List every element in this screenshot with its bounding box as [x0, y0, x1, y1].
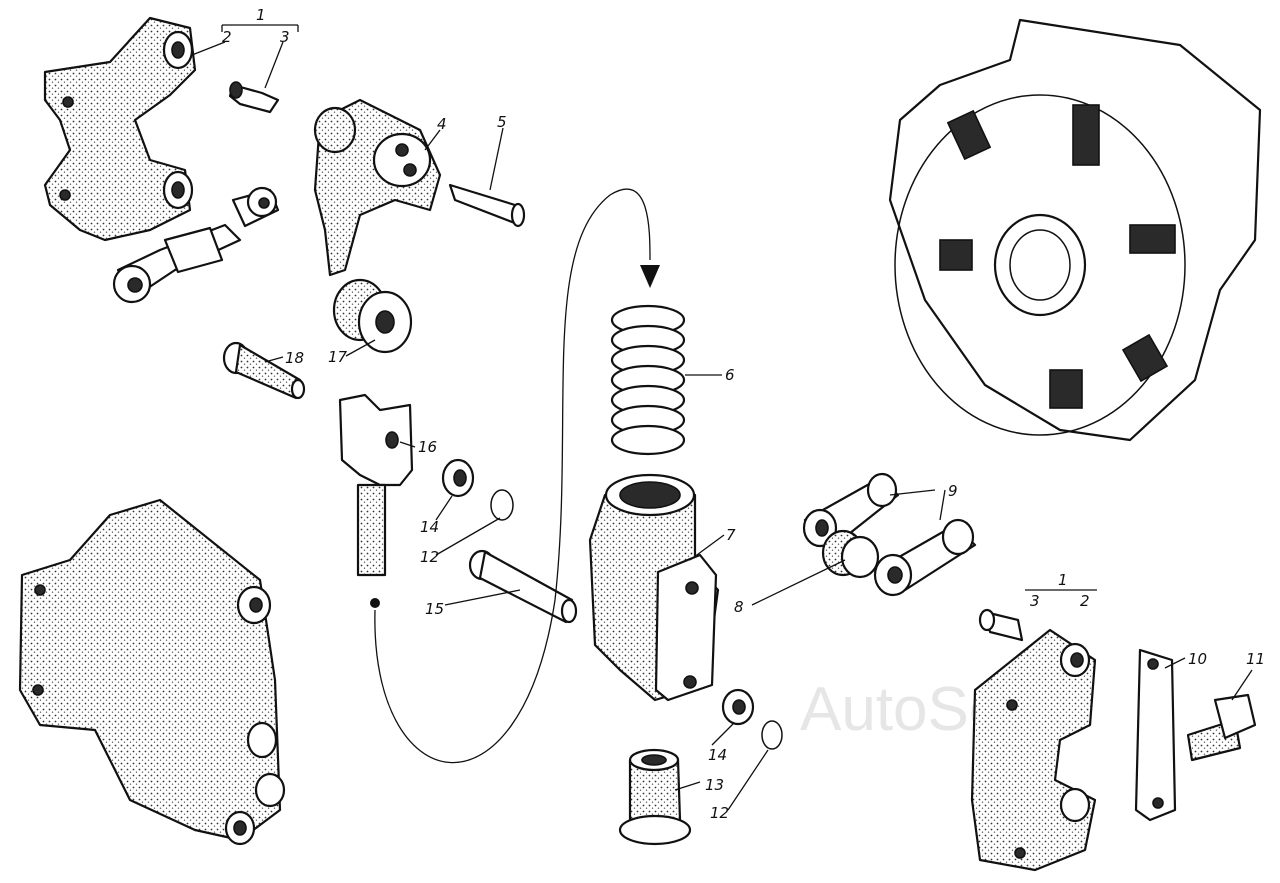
- clevis-part-7: [588, 473, 720, 702]
- label-17: 17: [328, 348, 348, 366]
- link-part-9-upper: [802, 472, 900, 548]
- label-3-bottom: 3: [1030, 592, 1040, 610]
- spring-part-6: [610, 304, 686, 456]
- label-14-left: 14: [420, 518, 439, 536]
- label-1-bottom: 1: [1058, 571, 1068, 589]
- bracket-bottom-right: [970, 628, 1097, 872]
- sleeve-part-8: [821, 529, 880, 579]
- label-12-left: 12: [420, 548, 439, 566]
- adjusting-rod: [112, 186, 280, 304]
- label-2-top: 2: [222, 28, 232, 46]
- washer-part-14-left: [441, 458, 475, 498]
- bolt-small-top: [228, 81, 280, 114]
- pin-part-5: [448, 183, 526, 228]
- label-1-top: 1: [256, 6, 266, 24]
- lever-part-4: [313, 98, 442, 277]
- label-6: 6: [725, 366, 735, 384]
- routing-wire: [374, 188, 651, 764]
- bushing-part-13: [618, 748, 692, 846]
- lever-assembly-bottom-left: [18, 498, 286, 846]
- routing-arrow: [640, 265, 660, 288]
- label-7: 7: [726, 526, 736, 544]
- label-2-bottom: 2: [1080, 592, 1090, 610]
- part-labels: 1 2 3 4 5 6 7 8 9 10 11 12 12 13 14 14 1…: [222, 6, 1265, 822]
- label-11: 11: [1246, 650, 1265, 668]
- link-part-9-lower: [873, 518, 977, 597]
- label-16: 16: [418, 438, 437, 456]
- label-15: 15: [425, 600, 444, 618]
- label-10: 10: [1188, 650, 1207, 668]
- circlip-part-12-left: [490, 489, 514, 521]
- label-12-right: 12: [710, 804, 729, 822]
- washer-part-14-right: [721, 688, 755, 726]
- fork-part-16: [338, 393, 414, 608]
- label-18: 18: [285, 349, 304, 367]
- bracket-top-left: [43, 16, 197, 242]
- circlip-part-12-right: [761, 720, 783, 750]
- label-13: 13: [705, 776, 724, 794]
- bolt-part-18: [222, 341, 306, 400]
- clutch-housing: [888, 18, 1262, 442]
- label-3-top: 3: [280, 28, 290, 46]
- bolt-part-11: [1186, 693, 1257, 762]
- pin-part-15: [468, 549, 578, 624]
- leader-lines: [191, 24, 1253, 811]
- roller-part-17: [332, 278, 413, 354]
- label-5: 5: [497, 113, 507, 131]
- label-4: 4: [437, 115, 447, 133]
- label-8: 8: [734, 598, 744, 616]
- plate-part-10: [1134, 648, 1177, 822]
- label-9: 9: [948, 482, 958, 500]
- bolt-small-bottom: [978, 608, 1024, 642]
- label-14-right: 14: [708, 746, 727, 764]
